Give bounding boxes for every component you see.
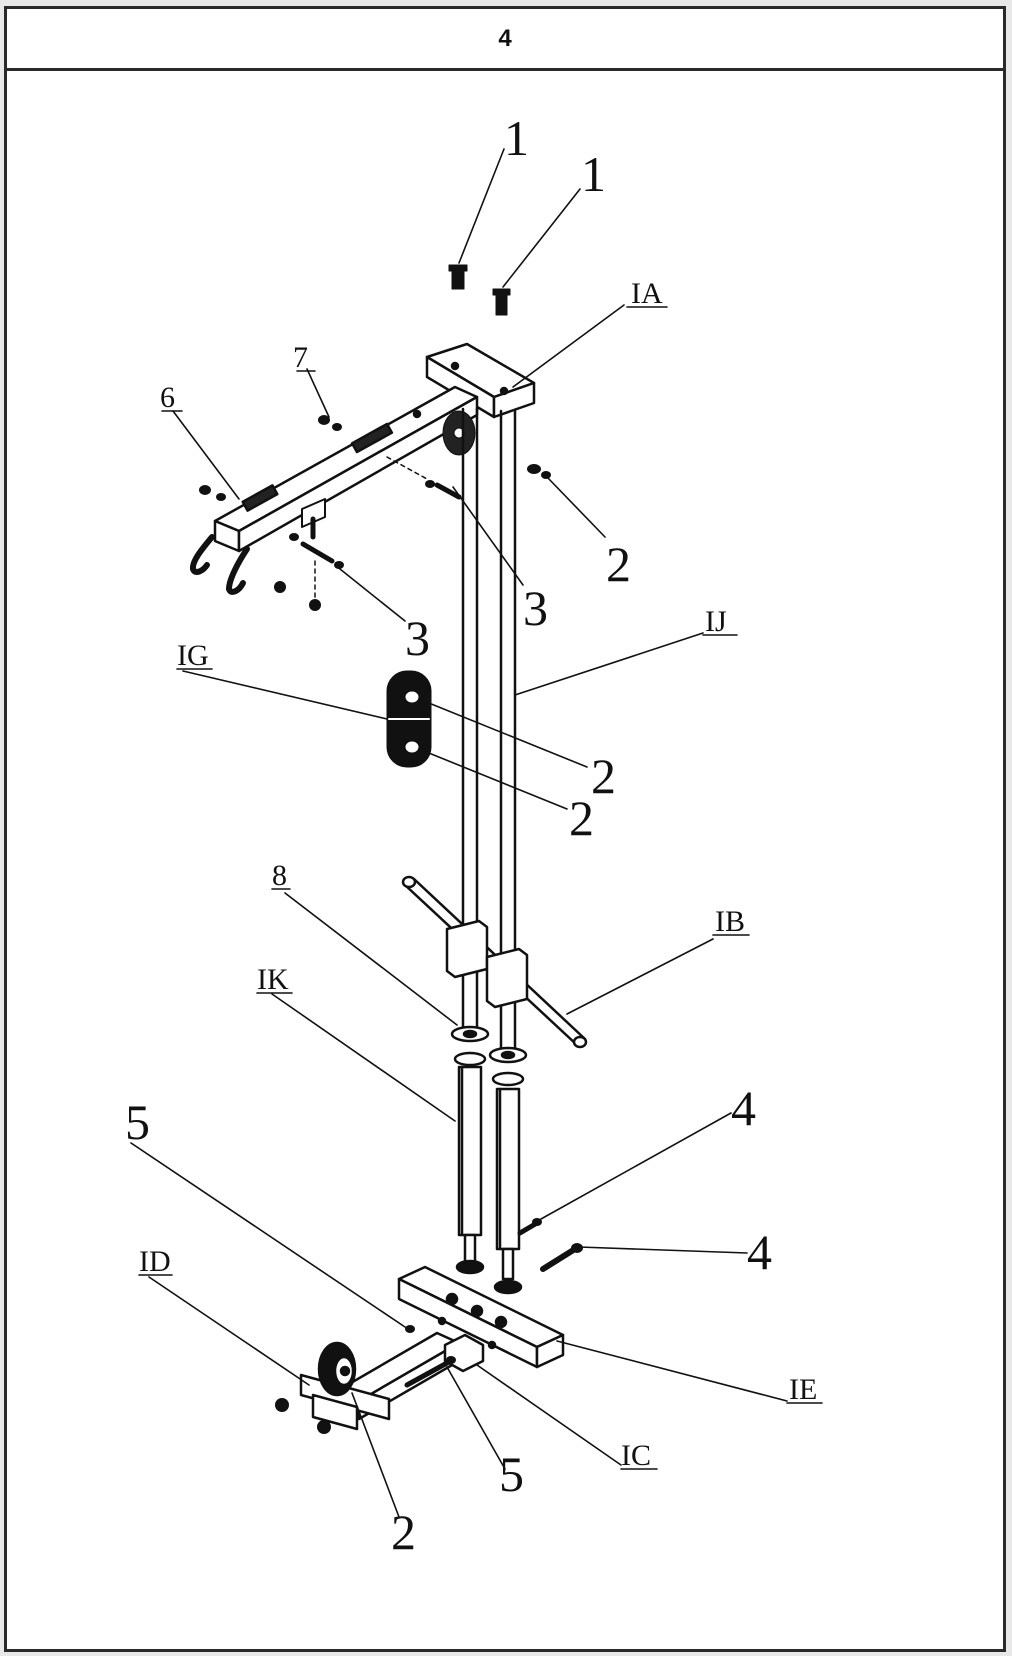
- callout-2-arm: 2: [606, 536, 631, 592]
- callout-IK: IK: [257, 963, 289, 996]
- callout-7: 7: [293, 341, 308, 374]
- bolt-part-1-right: [492, 288, 511, 316]
- callout-IB: IB: [715, 905, 745, 938]
- callout-2-plate-bottom: 2: [569, 790, 594, 846]
- upper-arm-beam: [213, 385, 479, 553]
- callout-1-right: 1: [581, 146, 606, 202]
- exploded-assembly-diagram: 1 1 IA 7 6 2 3 3 IJ IG 2 2 8 IB IK 5 4 4…: [125, 110, 823, 1560]
- callout-6: 6: [160, 381, 175, 414]
- arm-bolt-3a: [434, 482, 462, 500]
- arm-bolt-3b: [300, 541, 335, 564]
- callout-4-upper: 4: [731, 1080, 756, 1136]
- callout-ID: ID: [139, 1245, 171, 1278]
- washers-part-8: [450, 1025, 528, 1087]
- callout-5-left: 5: [125, 1094, 150, 1150]
- bolt-part-1-left: [448, 264, 468, 290]
- callout-IC: IC: [621, 1439, 651, 1472]
- arm-dash-2: [386, 456, 428, 480]
- base-crossbar-IE: [397, 1265, 565, 1369]
- pulley-bracket-ID: [299, 1341, 391, 1431]
- callout-IJ: IJ: [705, 605, 727, 638]
- callout-IG: IG: [177, 639, 209, 672]
- callout-5-bottom: 5: [499, 1446, 524, 1502]
- carriage-sleeves: [445, 919, 529, 1009]
- callout-IE: IE: [789, 1373, 817, 1406]
- callout-IA: IA: [631, 277, 663, 310]
- step-number: 4: [498, 24, 512, 52]
- hook-left: [189, 534, 215, 575]
- step-header: 4: [7, 9, 1003, 71]
- pulley-plate-IG: [386, 670, 432, 768]
- arm-hardware: [199, 415, 551, 611]
- leader-lines: [130, 148, 788, 1518]
- label-underlines: [138, 306, 823, 1470]
- top-bracket-IA: [425, 342, 536, 419]
- callout-labels: 1 1 IA 7 6 2 3 3 IJ IG 2 2 8 IB IK 5 4 4…: [125, 110, 817, 1560]
- base-arm-IC: [335, 1325, 485, 1421]
- hook-right: [226, 546, 250, 595]
- diagram-frame: 4: [4, 6, 1006, 1652]
- callout-1-left: 1: [504, 110, 529, 166]
- callout-2-bottom: 2: [391, 1504, 416, 1560]
- base-hardware: [275, 1398, 331, 1434]
- lower-rods-IK: [455, 1065, 523, 1295]
- arm-pulley: [442, 410, 476, 456]
- callout-3-left: 3: [405, 610, 430, 666]
- callout-3-right: 3: [523, 580, 548, 636]
- bolts-part-4: [517, 1218, 583, 1272]
- arm-bracket: [301, 498, 326, 540]
- callout-2-plate-top: 2: [591, 748, 616, 804]
- callout-4-lower: 4: [747, 1224, 772, 1280]
- callout-8: 8: [272, 859, 287, 892]
